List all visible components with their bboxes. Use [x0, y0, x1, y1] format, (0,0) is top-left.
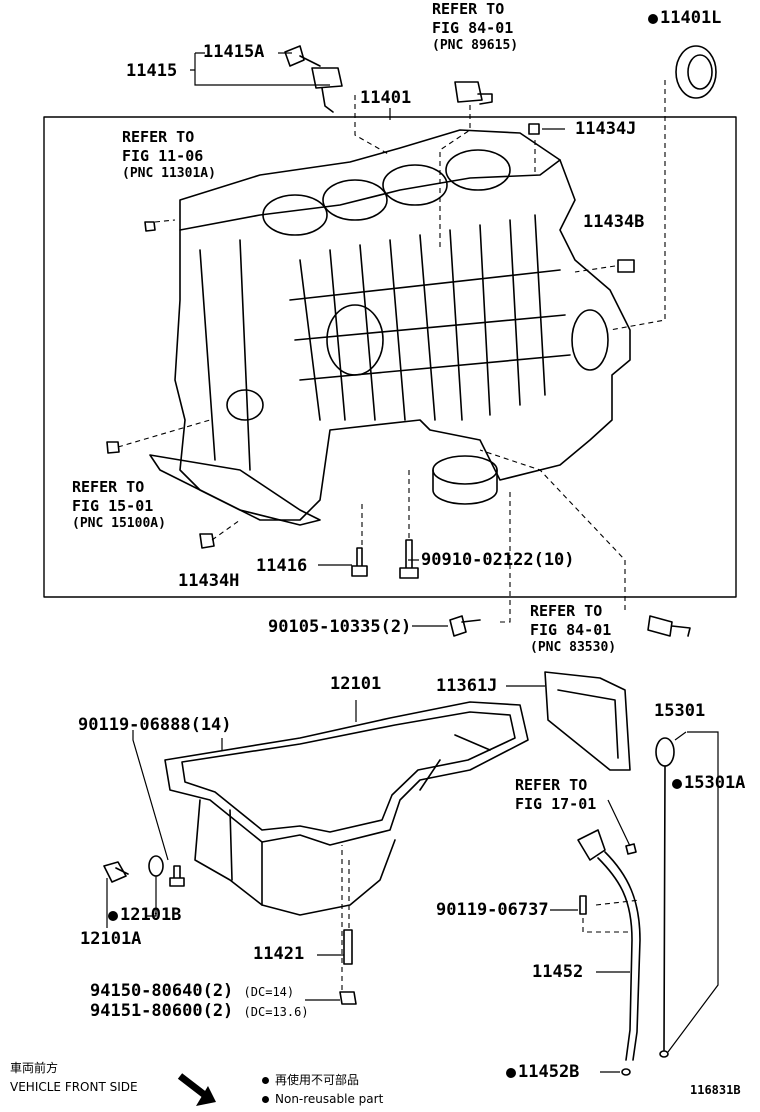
ref-line1: REFER TO [515, 776, 588, 794]
dc-note-94151: (DC=13.6) [243, 1005, 309, 1019]
non-reusable-dot-icon [648, 14, 658, 24]
part-number-11452b: 11452B [518, 1062, 580, 1082]
non-reusable-legend-jp: 再使用不可部品 [262, 1074, 359, 1086]
part-label-11452: 11452 [532, 962, 584, 982]
part-label-94151: 94151-80600(2) (DC=13.6) [90, 1003, 309, 1020]
part-label-11416: 11416 [256, 556, 308, 576]
vehicle-front-label-jp: 車両前方 [10, 1061, 59, 1075]
non-reusable-dot-icon [108, 911, 118, 921]
vehicle-front-arrow [177, 1073, 216, 1106]
ref-line2: FIG 17-01 [515, 794, 597, 813]
part-label-94150: 94150-80640(2) (DC=14) [90, 983, 294, 1000]
ref-pnc: (PNC 11301A) [122, 165, 216, 181]
non-reusable-dot-icon [672, 779, 682, 789]
ref-line1: REFER TO [122, 128, 195, 146]
part-label-11361j: 11361J [436, 676, 498, 696]
legend-text-jp: 再使用不可部品 [275, 1073, 360, 1087]
ref-line2: FIG 84-01 [530, 620, 612, 639]
ref-line2: FIG 84-01 [432, 18, 514, 37]
dc-note-94150: (DC=14) [243, 985, 295, 999]
ref-line1: REFER TO [530, 602, 603, 620]
figure-number: 116831B [690, 1083, 741, 1097]
refer-to-fig-84-01-b: REFER TO FIG 84-01 (PNC 83530) [530, 602, 616, 656]
part-label-11434j: 11434J [575, 119, 637, 139]
cylinder-block-drawing [149, 129, 631, 526]
refer-to-fig-17-01: REFER TO FIG 17-01 [515, 776, 596, 814]
part-number-94151: 94151-80600(2) [90, 1001, 234, 1021]
ref-pnc: (PNC 89615) [432, 37, 519, 53]
ref-pnc: (PNC 15100A) [72, 515, 166, 531]
non-reusable-legend: Non-reusable part [262, 1093, 383, 1105]
ref-line1: REFER TO [432, 0, 505, 18]
refer-to-fig-15-01: REFER TO FIG 15-01 (PNC 15100A) [72, 478, 166, 532]
part-label-15301a: 15301A [672, 775, 745, 792]
part-number-11401l: 11401L [660, 8, 722, 28]
part-label-90119-06737: 90119-06737 [436, 900, 549, 920]
non-reusable-dot-icon [262, 1077, 269, 1084]
part-label-15301: 15301 [654, 701, 706, 721]
ref-line2: FIG 15-01 [72, 496, 154, 515]
part-number-15301a: 15301A [684, 773, 746, 793]
refer-to-fig-84-01-a: REFER TO FIG 84-01 (PNC 89615) [432, 0, 518, 54]
part-label-11452b: 11452B [506, 1064, 579, 1081]
part-label-11415a: 11415A [203, 42, 265, 62]
part-number-12101b: 12101B [120, 905, 182, 925]
legend-text: Non-reusable part [275, 1092, 384, 1106]
ref-line1: REFER TO [72, 478, 145, 496]
part-label-11401: 11401 [360, 88, 412, 108]
part-label-90119-06888: 90119-06888(14) [78, 715, 232, 735]
refer-to-fig-11-06: REFER TO FIG 11-06 (PNC 11301A) [122, 128, 216, 182]
non-reusable-dot-icon [506, 1068, 516, 1078]
vehicle-front-label: VEHICLE FRONT SIDE [10, 1080, 138, 1094]
oil-seal-shape [675, 45, 717, 99]
part-label-12101: 12101 [330, 674, 382, 694]
part-label-12101a: 12101A [80, 929, 142, 949]
part-label-11421: 11421 [253, 944, 305, 964]
part-number-94150: 94150-80640(2) [90, 981, 234, 1001]
part-label-11434h: 11434H [178, 571, 240, 591]
part-label-11401l: 11401L [648, 10, 721, 27]
part-label-90910: 90910-02122(10) [421, 550, 575, 570]
part-label-90105: 90105-10335(2) [268, 617, 412, 637]
ref-pnc: (PNC 83530) [530, 639, 617, 655]
oil-pan-drawing [164, 701, 529, 916]
part-label-11415: 11415 [126, 61, 178, 81]
ref-line2: FIG 11-06 [122, 146, 204, 165]
non-reusable-dot-icon [262, 1096, 269, 1103]
part-label-11434b: 11434B [583, 212, 645, 232]
part-label-12101b: 12101B [108, 907, 181, 924]
